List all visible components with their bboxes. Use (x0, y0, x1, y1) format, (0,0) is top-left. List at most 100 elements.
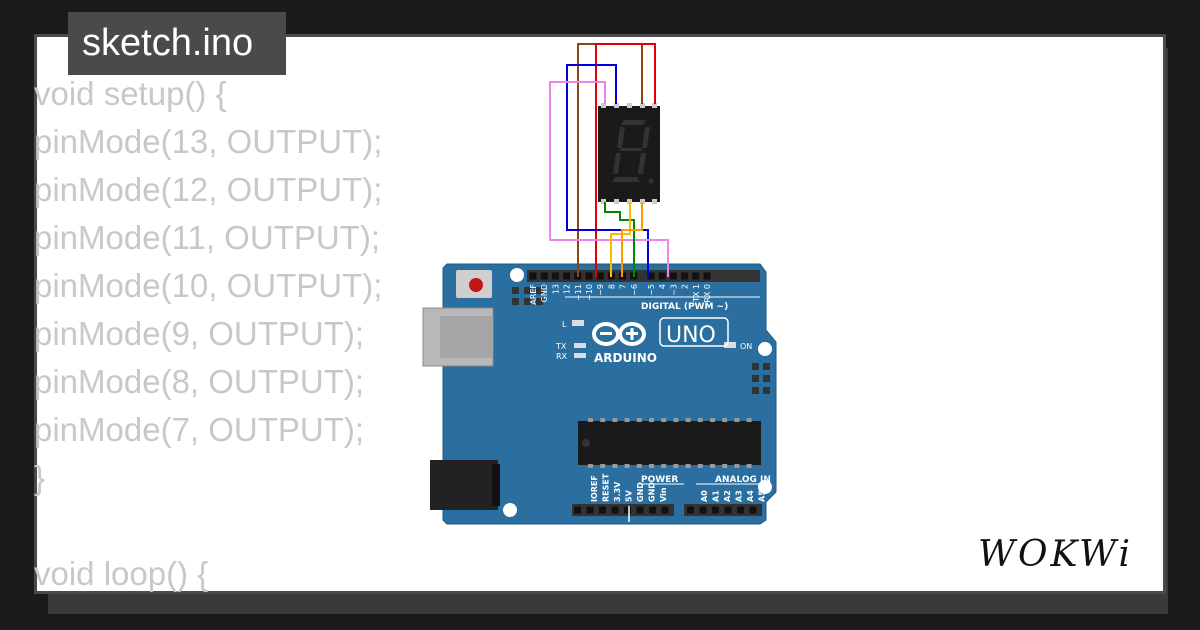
power-pin-hole (661, 506, 669, 514)
chip-pin (734, 464, 740, 468)
arduino-logo (592, 322, 646, 346)
digital-pin-hole (647, 272, 655, 280)
analog-pin-hole (687, 506, 694, 514)
chip-pin (649, 464, 654, 468)
code-line: pinMode(11, OUTPUT); (34, 219, 380, 256)
chip-pin (710, 418, 715, 422)
chip-pin (612, 464, 618, 468)
chip-pin (685, 464, 691, 468)
chip-pin (685, 418, 691, 422)
chip-pin (588, 418, 593, 422)
led-on (724, 342, 736, 348)
digital-pin-hole (596, 272, 604, 280)
led-tx-label: TX (555, 342, 567, 351)
chip-pin (722, 464, 728, 468)
analog-label: ANALOG IN (715, 475, 771, 485)
power-pin-label: IOREF (590, 475, 599, 502)
analog-pin-label: A1 (712, 490, 721, 502)
digital-pin-hole (669, 272, 677, 280)
power-jack (430, 460, 498, 510)
digital-pin-hole (681, 272, 689, 280)
analog-pin-hole (737, 506, 744, 514)
seven-segment-display (598, 103, 660, 204)
digital-pin-label: ~3 (669, 284, 678, 296)
chip-pin (673, 418, 679, 422)
chip-pin (624, 464, 630, 468)
chip-pin (624, 418, 630, 422)
mounting-hole (758, 342, 772, 356)
chip-pin (697, 464, 703, 468)
chip-pin (636, 418, 642, 422)
analog-pin-label: A2 (723, 490, 732, 502)
wire-violet (549, 81, 669, 277)
led-l-label: L (562, 320, 567, 329)
chip-pin (746, 418, 752, 422)
chip-pin (734, 418, 740, 422)
file-tab: sketch.ino (68, 12, 286, 75)
digital-pin-hole (529, 272, 537, 280)
analog-pin-label: A0 (700, 490, 709, 502)
digital-pin-hole (551, 272, 559, 280)
chip-pin (636, 464, 642, 468)
analog-pin-hole (699, 506, 707, 514)
digital-pin-hole (658, 272, 666, 280)
brand-label: ARDUINO (594, 351, 657, 365)
chip-pin (722, 418, 728, 422)
code-line: pinMode(7, OUTPUT); (34, 411, 365, 448)
power-pin-hole (624, 506, 631, 514)
power-pin-hole (636, 506, 644, 514)
code-line: void setup() { (34, 75, 227, 112)
digital-pin-hole (540, 272, 548, 280)
mounting-hole (503, 503, 517, 517)
code-line: } (34, 459, 46, 496)
digital-header (527, 270, 760, 282)
wire-orange (621, 202, 643, 277)
wire-yellow (610, 202, 631, 277)
svg-text:WOKWi: WOKWi (978, 534, 1133, 575)
analog-pin-label: A5 (758, 490, 767, 502)
analog-pin-label: A4 (746, 490, 755, 502)
power-pin-hole (649, 506, 656, 514)
digital-pin-label: ~9 (596, 284, 605, 296)
model-badge (659, 317, 729, 347)
analog-pin-hole (724, 506, 732, 514)
power-header (572, 504, 674, 516)
analog-pin-hole (749, 506, 757, 514)
mounting-hole (510, 268, 524, 282)
chip-pin (673, 464, 679, 468)
digital-pin-label: TX 1 (692, 284, 701, 303)
led-tx (574, 343, 586, 348)
power-pin-label: GND (636, 482, 645, 502)
digital-pin-hole (585, 272, 593, 280)
chip-pin (710, 464, 715, 468)
wire-red (595, 43, 656, 277)
led-rx-label: RX (556, 352, 568, 361)
chip-pin (649, 418, 654, 422)
digital-pin-hole (692, 272, 700, 280)
analog-pin-hole (712, 506, 719, 514)
code-line: pinMode(12, OUTPUT); (34, 171, 383, 208)
digital-pin-label: 8 (607, 284, 616, 289)
power-pin-label: 3.3V (613, 481, 622, 502)
digital-pin-hole (563, 272, 571, 280)
segment-digit (612, 120, 654, 184)
chip-pin (600, 464, 606, 468)
power-pin-label: GND (648, 482, 657, 502)
power-pin-label: RESET (602, 473, 611, 502)
chip-pin (661, 418, 667, 422)
code-preview: void setup() { pinMode(13, OUTPUT); pinM… (34, 70, 454, 598)
digital-pin-label: RX 0 (703, 284, 712, 303)
code-line: pinMode(13, OUTPUT); (34, 123, 383, 160)
digital-pin-label: ~5 (647, 284, 656, 296)
power-pin-label: 5V (625, 489, 634, 502)
digital-pin-label: ~6 (630, 284, 639, 296)
digital-pin-label: 7 (619, 284, 628, 289)
led-l (572, 320, 584, 326)
chip-pin (612, 418, 618, 422)
chip-pin (588, 464, 593, 468)
digital-pin-label: ~11 (574, 284, 583, 301)
digital-label: DIGITAL (PWM ~) (641, 302, 728, 312)
chip-pin (600, 418, 606, 422)
